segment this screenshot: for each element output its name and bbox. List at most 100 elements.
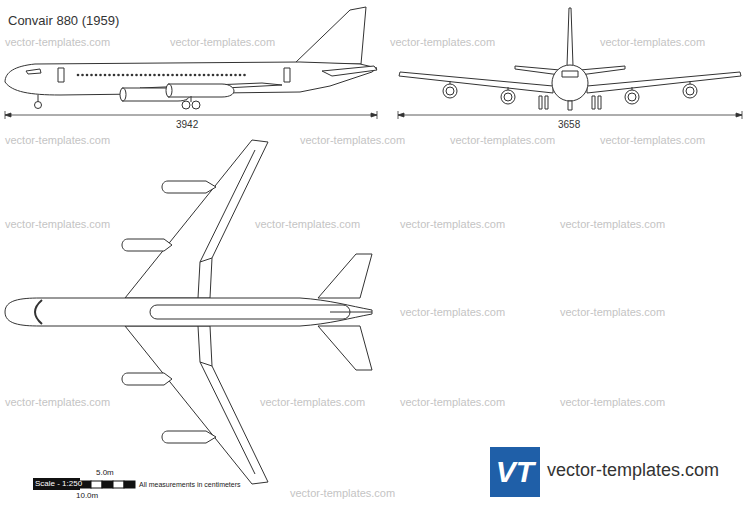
side-view-part: [168, 84, 234, 97]
diagram-title: Convair 880 (1959): [8, 14, 119, 29]
side-windows-part: [95, 74, 98, 77]
scale-length: 10.0m: [76, 491, 98, 500]
side-windows-part: [104, 74, 107, 77]
side-windows-part: [180, 74, 183, 77]
front-view-part: [504, 93, 512, 101]
watermark: vector-templates.com: [5, 396, 110, 409]
front-view-part: [515, 66, 560, 75]
side-windows-part: [225, 74, 228, 77]
side-windows-part: [153, 74, 156, 77]
side-windows-part: [212, 74, 215, 77]
scale-ratio: Scale - 1:250: [35, 479, 82, 488]
top-view-part: [35, 300, 42, 324]
dimension-label: 3658: [558, 119, 580, 131]
front-view-part: [567, 8, 573, 66]
watermark: vector-templates.com: [170, 36, 275, 49]
front-view-part: [539, 96, 542, 109]
side-windows-part: [77, 74, 80, 77]
side-windows-part: [108, 74, 111, 77]
side-windows-part: [149, 74, 152, 77]
watermark: vector-templates.com: [5, 218, 110, 231]
watermark: vector-templates.com: [600, 36, 705, 49]
side-windows-part: [203, 74, 206, 77]
side-windows-part: [176, 74, 179, 77]
watermark: vector-templates.com: [400, 396, 505, 409]
front-view-part: [686, 87, 694, 95]
side-windows-part: [135, 74, 138, 77]
side-windows-part: [221, 74, 224, 77]
front-view-part: [568, 101, 572, 110]
logo-mark: [490, 447, 540, 497]
logo-text: vector-templates.com: [547, 460, 719, 481]
watermark: vector-templates.com: [560, 218, 665, 231]
watermark: vector-templates.com: [300, 134, 405, 147]
side-windows-part: [216, 74, 219, 77]
side-windows-part: [239, 74, 242, 77]
top-view-part: [125, 326, 268, 484]
front-view-part: [587, 72, 741, 93]
dimension-lines-part: [5, 111, 377, 119]
watermark: vector-templates.com: [400, 306, 505, 319]
scale-bar-part: [102, 481, 113, 488]
top-view-part: [318, 326, 372, 370]
dimension-lines-part: [398, 111, 742, 119]
front-view-part: [399, 72, 553, 93]
side-view-part: [58, 68, 64, 82]
side-view-part: [26, 69, 41, 74]
top-view-part: [5, 298, 372, 326]
side-windows-part: [126, 74, 129, 77]
side-windows-part: [243, 74, 246, 77]
side-windows-part: [207, 74, 210, 77]
front-view-part: [501, 90, 515, 104]
side-windows-part: [86, 74, 89, 77]
front-view-part: [628, 93, 636, 101]
side-windows-part: [140, 74, 143, 77]
side-windows-part: [234, 74, 237, 77]
side-windows-part: [99, 74, 102, 77]
side-windows-part: [158, 74, 161, 77]
side-view-part: [322, 66, 377, 76]
front-view-part: [625, 90, 639, 104]
top-view-part: [122, 239, 172, 251]
side-view-part: [284, 68, 290, 82]
side-windows-part: [185, 74, 188, 77]
front-view-part: [598, 96, 601, 109]
side-view: [5, 7, 377, 109]
top-view-part: [125, 140, 268, 298]
dimension-label: 3942: [176, 119, 198, 131]
scale-bar: [33, 478, 135, 490]
watermark: vector-templates.com: [450, 134, 555, 147]
front-view-part: [562, 71, 578, 77]
watermark: vector-templates.com: [260, 396, 365, 409]
watermark: vector-templates.com: [255, 218, 360, 231]
side-windows-part: [230, 74, 233, 77]
watermark: vector-templates.com: [560, 306, 665, 319]
side-windows-part: [189, 74, 192, 77]
front-view: [399, 8, 741, 110]
side-view-part: [295, 7, 366, 64]
watermark: vector-templates.com: [290, 487, 395, 500]
side-view-part: [191, 96, 192, 102]
side-view-part: [35, 102, 42, 109]
top-view-part: [318, 254, 372, 298]
side-windows-part: [167, 74, 170, 77]
top-view-part: [122, 373, 172, 385]
logo-mark-part: [490, 447, 540, 497]
top-view-part: [330, 312, 372, 313]
measurement-note: All measurements in centimeters: [139, 481, 241, 489]
side-windows-part: [122, 74, 125, 77]
front-view-part: [683, 84, 697, 98]
side-windows-part: [198, 74, 201, 77]
front-view-part: [443, 84, 457, 98]
top-view-part: [162, 181, 216, 193]
side-windows-part: [131, 74, 134, 77]
logo-mark-text: VT: [496, 455, 534, 490]
side-windows-part: [90, 74, 93, 77]
side-windows-part: [171, 74, 174, 77]
scale-length: 5.0m: [96, 468, 114, 477]
side-windows-part: [144, 74, 147, 77]
side-view-part: [192, 101, 200, 109]
top-view-part: [150, 305, 350, 319]
top-view: [5, 140, 372, 484]
